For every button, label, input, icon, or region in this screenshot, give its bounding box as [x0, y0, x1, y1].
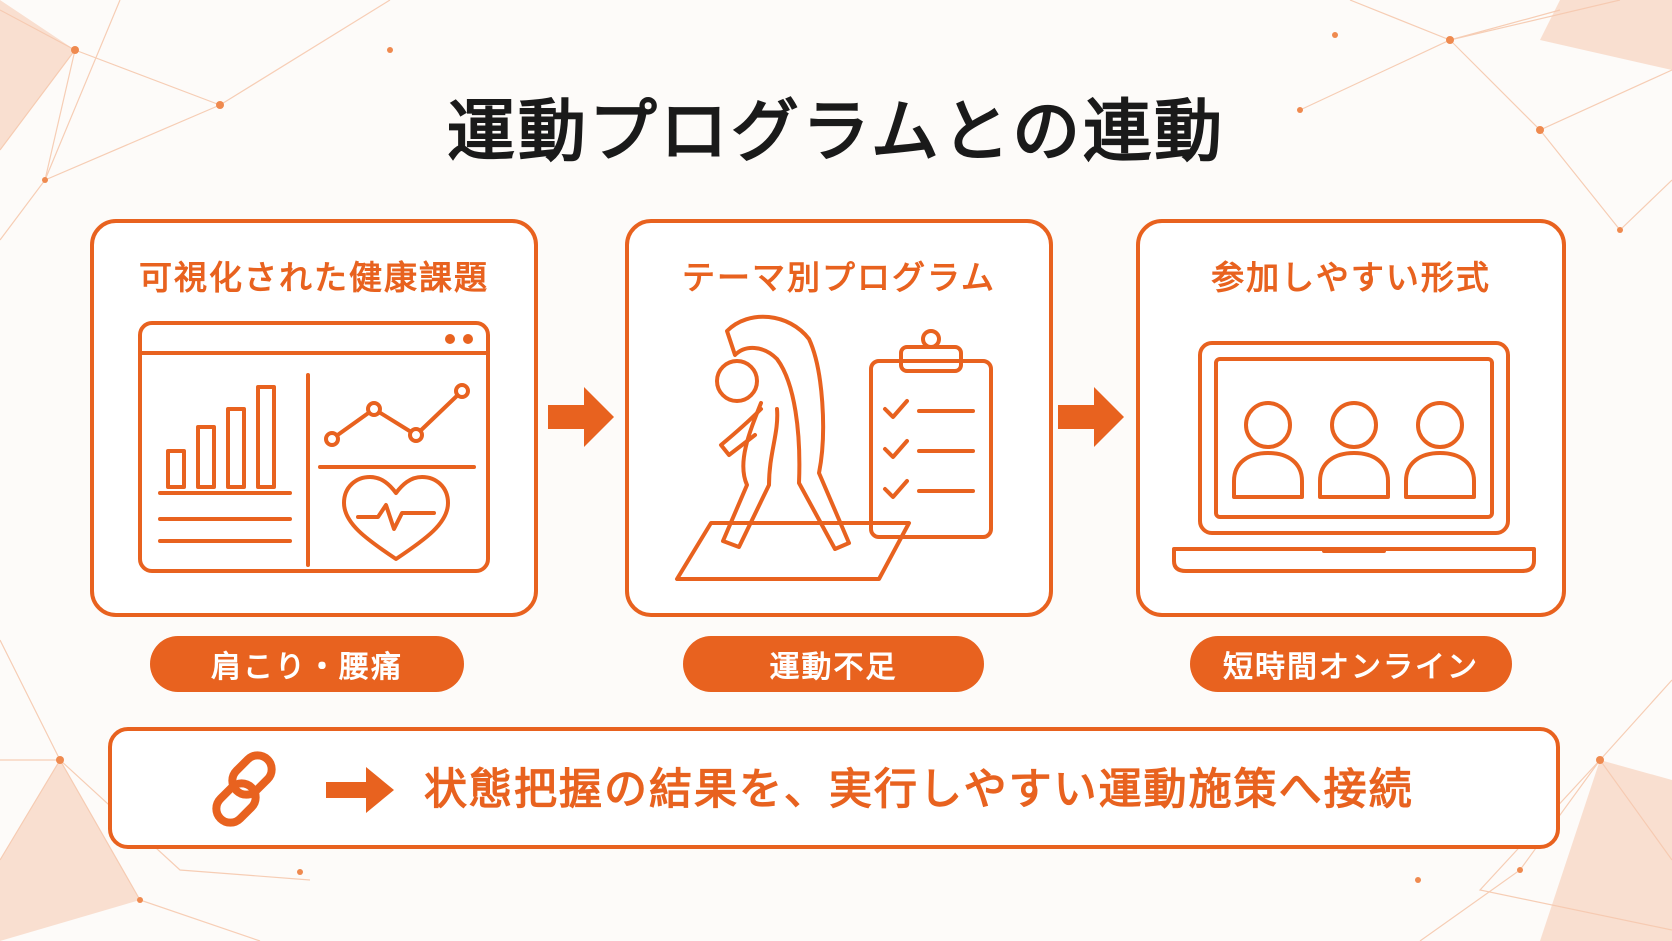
step-tag-2: 運動不足: [683, 636, 984, 692]
step-tag-1: 肩こり・腰痛: [150, 636, 464, 692]
link-chain-icon: [212, 751, 276, 827]
step-card-2: テーマ別プログラム: [625, 219, 1053, 617]
step-tag-3: 短時間オンライン: [1190, 636, 1512, 692]
step-heading-2: テーマ別プログラム: [681, 258, 996, 297]
step-card-3: 参加しやすい形式: [1136, 219, 1566, 617]
right-arrow-icon: [326, 767, 394, 813]
step-heading-1: 可視化された健康課題: [139, 258, 489, 297]
laptop-online-meeting-icon: [1172, 341, 1536, 573]
right-arrow-icon: [1058, 387, 1124, 447]
stretching-person-checklist-icon: [675, 314, 993, 581]
summary-box: 状態把握の結果を、実行しやすい運動施策へ接続: [108, 727, 1560, 849]
step-heading-3: 参加しやすい形式: [1211, 258, 1491, 297]
summary-text: 状態把握の結果を、実行しやすい運動施策へ接続: [424, 765, 1414, 815]
dashboard-chart-heart-icon: [138, 321, 490, 573]
right-arrow-icon: [548, 387, 614, 447]
page-title: 運動プログラムとの連動: [446, 93, 1226, 172]
step-card-1: 可視化された健康課題: [90, 219, 538, 617]
